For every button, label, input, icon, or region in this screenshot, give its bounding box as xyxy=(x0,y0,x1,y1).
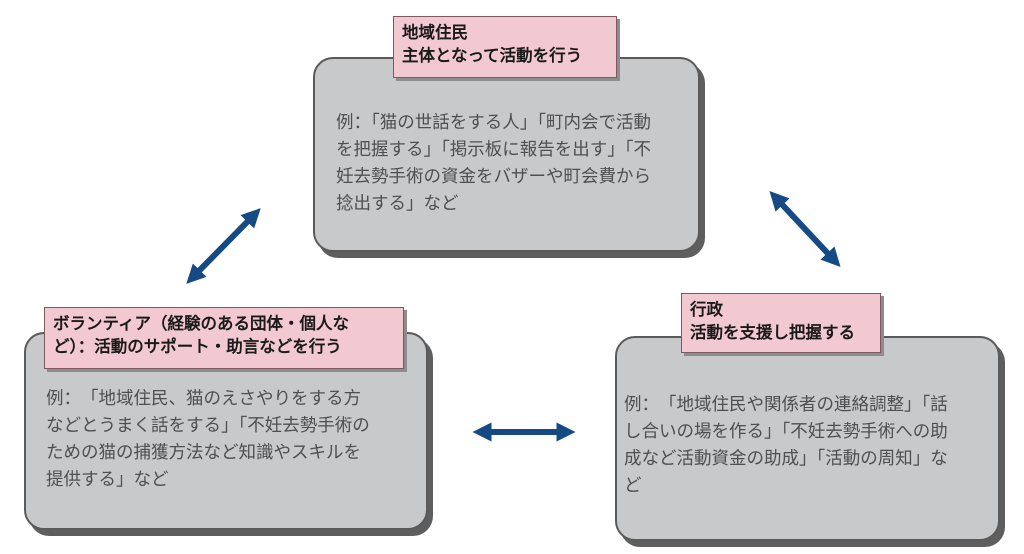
government-label-line1: 行政 xyxy=(690,300,723,319)
resident-description: 例：「猫の世話をする人」「町内会で活動 を把握する」「掲示板に報告を出す」「不 … xyxy=(336,110,696,218)
government-text-line: し合いの場を作る」「不妊去勢手術への助 xyxy=(624,422,948,442)
government-description: 例： 「地域住民や関係者の連絡調整」「話 し合いの場を作る」「不妊去勢手術への助… xyxy=(624,392,996,500)
resident-text-line: 捻出する」など xyxy=(336,194,459,214)
resident-label-line2: 主体となって活動を行う xyxy=(402,46,583,65)
government-text-line: ど xyxy=(624,476,642,496)
resident-label: 地域住民 主体となって活動を行う xyxy=(393,16,617,78)
arrow-resident-government xyxy=(769,190,841,268)
government-label: 行政 活動を支援し把握する xyxy=(681,293,881,353)
resident-text-line: を把握する」「掲示板に報告を出す」「不 xyxy=(336,140,651,160)
volunteer-text-line: 例： 「地域住民、猫のえさやりをする方 xyxy=(46,389,361,409)
volunteer-label: ボランティア（経験のある団体・個人な ど）：活動のサポート・助言などを行う xyxy=(44,307,404,369)
government-text-line: 成など活動資金の助成」「活動の周知」な xyxy=(624,449,948,469)
government-box xyxy=(615,336,1000,541)
resident-label-line1: 地域住民 xyxy=(402,23,468,42)
resident-box xyxy=(313,57,700,252)
volunteer-text-line: 提供する」など xyxy=(46,470,169,490)
resident-text-line: 例：「猫の世話をする人」「町内会で活動 xyxy=(336,113,651,133)
volunteer-description: 例： 「地域住民、猫のえさやりをする方 などとうまく話をする」「不妊去勢手術の … xyxy=(46,386,421,494)
government-text-line: 例： 「地域住民や関係者の連絡調整」「話 xyxy=(624,395,948,415)
volunteer-label-line1: ボランティア（経験のある団体・個人な xyxy=(53,314,350,333)
volunteer-label-line2: ど）：活動のサポート・助言などを行う xyxy=(53,337,342,356)
resident-text-line: 妊去勢手術の資金をバザーや町会費から xyxy=(336,167,651,187)
volunteer-text-line: などとうまく話をする」「不妊去勢手術の xyxy=(46,416,370,436)
government-label-line2: 活動を支援し把握する xyxy=(690,323,855,342)
volunteer-text-line: ための猫の捕獲方法など知識やスキルを xyxy=(46,443,361,463)
arrow-resident-volunteer xyxy=(186,208,261,284)
